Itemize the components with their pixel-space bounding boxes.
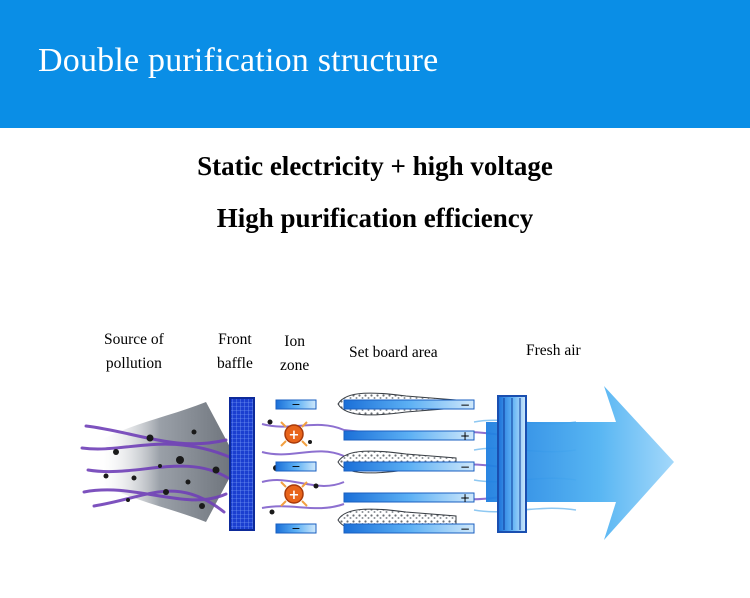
svg-text:+: +: [289, 488, 300, 503]
label-set-board-area: Set board area: [349, 341, 438, 365]
svg-text:−: −: [460, 522, 470, 536]
dust-particles: [103, 419, 319, 515]
label-fresh-air: Fresh air: [526, 339, 581, 363]
purification-diagram: − − − + + − + − + −: [80, 386, 674, 540]
label-source-line2: pollution: [105, 355, 162, 372]
collector-plates: [343, 399, 475, 534]
svg-text:+: +: [460, 429, 470, 443]
smoke-cone: [96, 402, 238, 522]
collector-signs: − + − + −: [460, 398, 470, 536]
ionizer-top: +: [280, 421, 308, 447]
label-board-line1: Set board area: [349, 344, 438, 361]
label-front-baffle: Front baffle: [217, 328, 253, 376]
ion-zone-minus: − − −: [291, 398, 300, 535]
subtitle-efficiency: High purification efficiency: [216, 203, 534, 233]
ion-zone-plates: [275, 399, 317, 534]
label-baffle-line2: baffle: [217, 355, 253, 372]
svg-text:−: −: [460, 460, 470, 474]
label-source-line1: Source of: [104, 331, 164, 348]
svg-text:−: −: [460, 398, 470, 412]
label-ion-line1: Ion: [284, 333, 305, 350]
label-fresh-line1: Fresh air: [526, 342, 581, 359]
label-ion-zone: Ion zone: [280, 330, 309, 378]
label-ion-line2: zone: [280, 357, 310, 374]
svg-text:+: +: [460, 491, 470, 505]
front-baffle: [229, 397, 255, 531]
subtitle-static-voltage: Static electricity + high voltage: [197, 151, 553, 181]
page-title: Double purification structure: [38, 42, 439, 79]
label-source-of-pollution: Source of pollution: [104, 328, 164, 376]
label-baffle-line1: Front: [218, 331, 252, 348]
header-banner: Double purification structure: [0, 0, 750, 128]
svg-text:−: −: [291, 522, 300, 535]
fresh-air-arrow: [486, 386, 674, 540]
final-filter-lines: [503, 398, 521, 530]
svg-text:−: −: [291, 398, 300, 411]
svg-text:+: +: [289, 428, 300, 443]
ionizer-bottom: +: [280, 481, 308, 507]
svg-text:−: −: [291, 460, 300, 473]
